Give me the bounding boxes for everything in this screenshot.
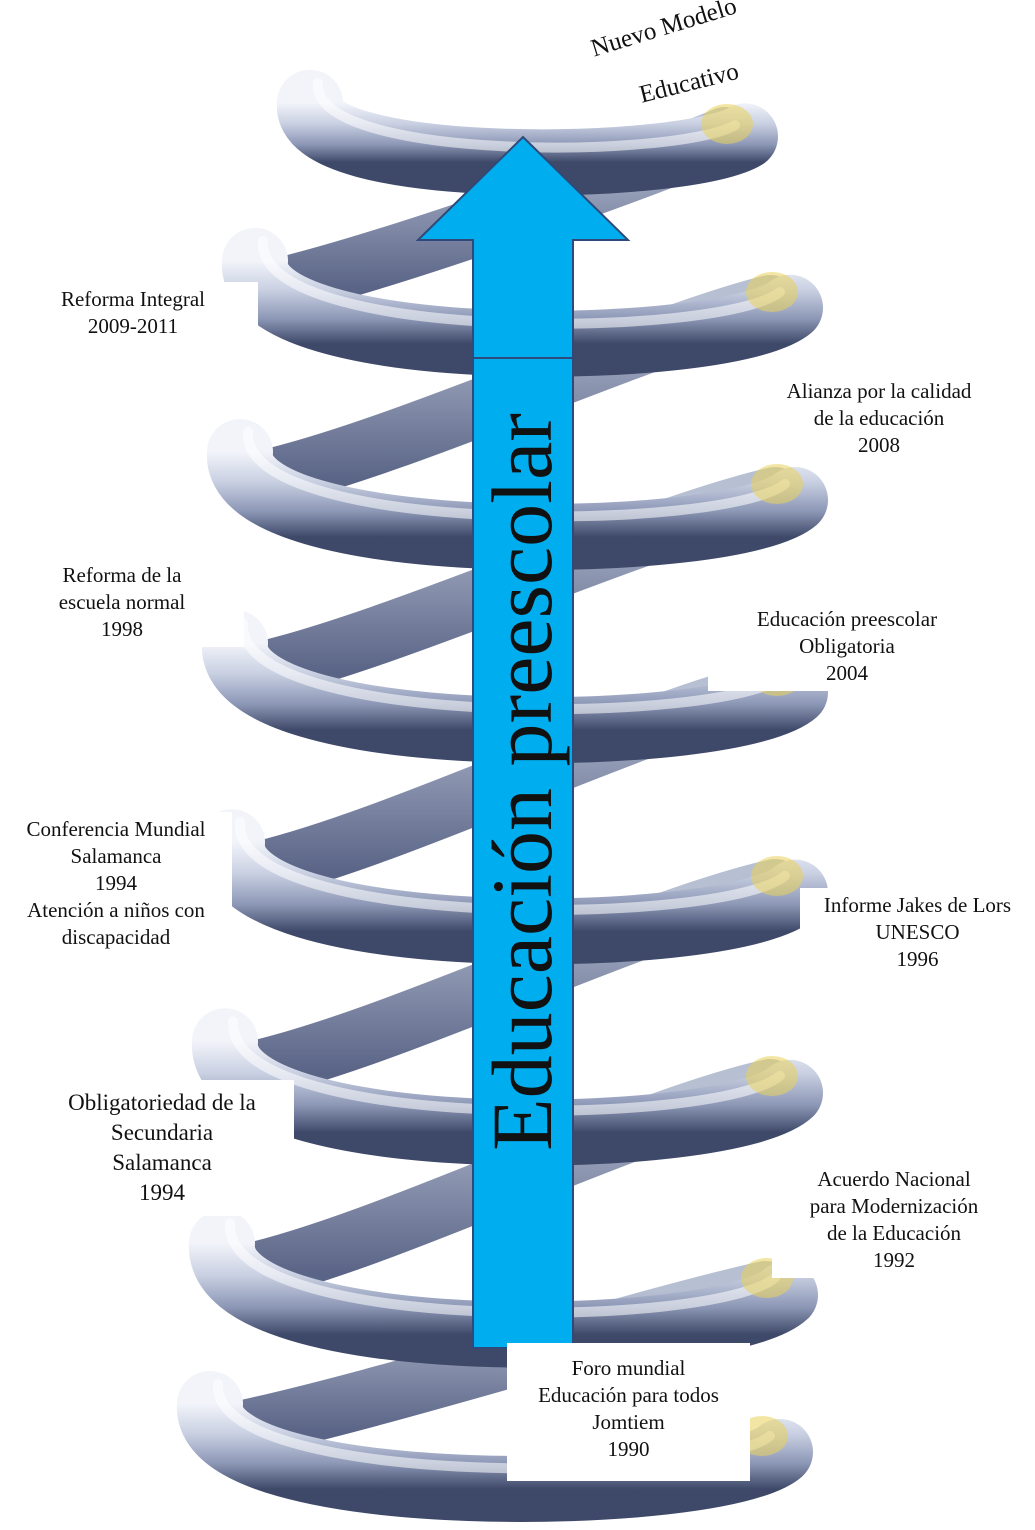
label-line: para Modernización: [778, 1193, 1010, 1220]
label-line: 2009-2011: [14, 313, 252, 340]
label-line: Conferencia Mundial: [6, 816, 226, 843]
arrow-label-text: Educación preescolar: [479, 413, 565, 1151]
milestone-foro-mundial: Foro mundial Educación para todos Jomtie…: [507, 1343, 750, 1481]
milestone-obligatoriedad-secundaria: Obligatoriedad de la Secundaria Salamanc…: [30, 1080, 294, 1216]
milestone-reforma-integral: Reforma Integral 2009-2011: [8, 282, 258, 344]
label-line: Educación preescolar: [714, 606, 980, 633]
label-line: escuela normal: [6, 589, 238, 616]
label-line: Educación para todos: [513, 1382, 744, 1409]
milestone-acuerdo-nacional: Acuerdo Nacional para Modernización de l…: [772, 1162, 1016, 1278]
label-line: 1992: [778, 1247, 1010, 1274]
label-line: Jomtiem: [513, 1409, 744, 1436]
label-line: 1994: [6, 870, 226, 897]
arrow-head: [418, 137, 628, 358]
label-line: Acuerdo Nacional: [778, 1166, 1010, 1193]
top-label-line2: Educativo: [637, 58, 742, 110]
label-line: Alianza por la calidad: [762, 378, 996, 405]
milestone-informe-delors: Informe Jakes de Lors UNESCO 1996: [800, 888, 1035, 977]
label-line: UNESCO: [802, 919, 1033, 946]
milestone-conferencia-mundial: Conferencia Mundial Salamanca 1994 Atenc…: [0, 812, 232, 955]
label-line: Secundaria: [36, 1118, 288, 1148]
top-label: Nuevo Modelo Educativo: [580, 12, 800, 132]
label-line: Obligatoria: [714, 633, 980, 660]
label-line: Salamanca: [36, 1148, 288, 1178]
label-line: de la Educación: [778, 1220, 1010, 1247]
label-line: Foro mundial: [513, 1355, 744, 1382]
label-line: de la educación: [762, 405, 996, 432]
milestone-alianza-calidad: Alianza por la calidad de la educación 2…: [756, 374, 1002, 463]
label-line: Obligatoriedad de la: [36, 1088, 288, 1118]
label-line: Atención a niños con: [6, 897, 226, 924]
milestone-reforma-escuela-normal: Reforma de la escuela normal 1998: [0, 558, 244, 647]
label-line: discapacidad: [6, 924, 226, 951]
label-line: 1998: [6, 616, 238, 643]
label-line: Informe Jakes de Lors: [802, 892, 1033, 919]
label-line: Reforma de la: [6, 562, 238, 589]
label-line: 1990: [513, 1436, 744, 1463]
label-line: 2004: [714, 660, 980, 687]
label-line: Reforma Integral: [14, 286, 252, 313]
label-line: 2008: [762, 432, 996, 459]
label-line: 1994: [36, 1178, 288, 1208]
label-line: Salamanca: [6, 843, 226, 870]
label-line: 1996: [802, 946, 1033, 973]
milestone-preescolar-obligatoria: Educación preescolar Obligatoria 2004: [708, 602, 986, 691]
